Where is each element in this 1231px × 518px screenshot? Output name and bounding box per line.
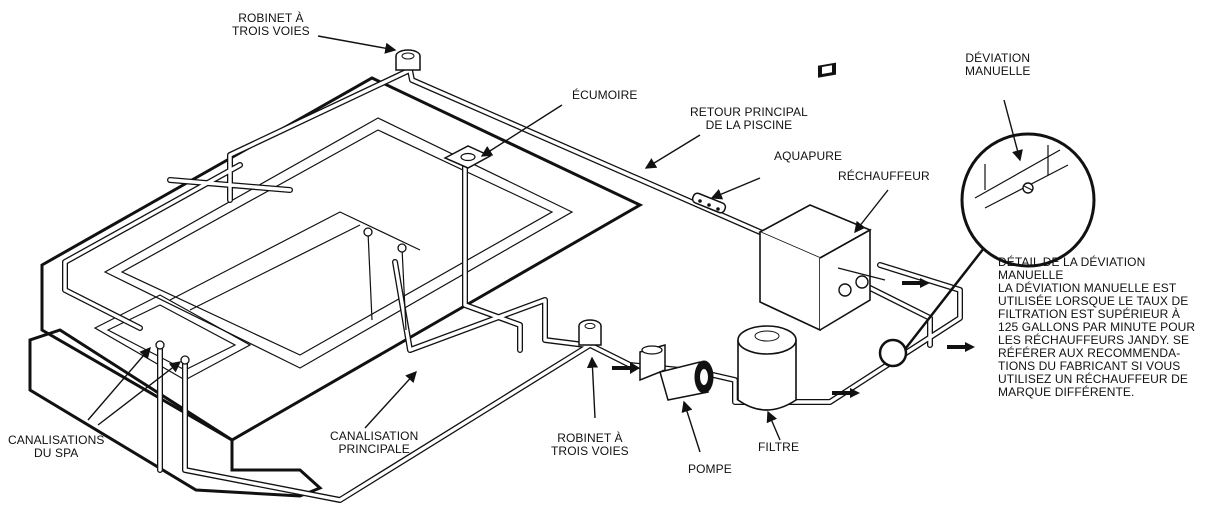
label-filter: FILTRE: [758, 440, 800, 454]
label-line: ROBINET À: [557, 431, 623, 445]
label-line: CANALISATIONS: [8, 433, 105, 447]
heater-icon: [758, 62, 886, 332]
label-line: ROBINET À: [238, 11, 304, 25]
detail-note-line: LES RÉCHAUFFEURS JANDY. SE: [998, 333, 1190, 347]
pump-icon: [639, 344, 714, 401]
label-line: DÉVIATION: [965, 51, 1031, 65]
detail-note-line: 125 GALLONS PAR MINUTE POUR: [998, 320, 1196, 334]
three-way-valve-icon: [578, 319, 602, 346]
detail-note-line: LA DÉVIATION MANUELLE EST: [998, 281, 1177, 295]
detail-note-line: UTILISÉE LORSQUE LE TAUX DE: [998, 294, 1189, 308]
flow-arrow-icon: [612, 278, 975, 398]
label-valve-top: ROBINET À TROIS VOIES: [232, 12, 310, 38]
label-pump: POMPE: [688, 462, 732, 476]
label-heater: RÉCHAUFFEUR: [838, 169, 930, 183]
label-line: TROIS VOIES: [232, 24, 310, 38]
bypass-detail-circle: [878, 132, 1096, 368]
detail-note: DÉTAIL DE LA DÉVIATION MANUELLE LA DÉVIA…: [998, 256, 1223, 399]
label-valve-bottom: ROBINET À TROIS VOIES: [551, 432, 629, 458]
label-line: TROIS VOIES: [551, 444, 629, 458]
detail-note-line: FILTRATION EST SUPÉRIEUR À: [998, 307, 1180, 321]
label-aquapure: AQUAPURE: [774, 149, 843, 163]
pool-basin: [103, 117, 574, 369]
leader-arrows: [87, 35, 1023, 453]
detail-note-line: MARQUE DIFFÉRENTE.: [998, 385, 1135, 399]
label-skimmer: ÉCUMOIRE: [572, 88, 638, 102]
detail-note-line: TIONS DU FABRICANT SI VOUS: [998, 359, 1181, 373]
filter-tank-icon: [737, 325, 797, 411]
label-line: CANALISATION: [330, 429, 419, 443]
label-manual-bypass: DÉVIATION MANUELLE: [965, 52, 1031, 78]
detail-note-title: MANUELLE: [998, 268, 1064, 282]
three-way-valve-icon: [395, 49, 421, 71]
label-line: DE LA PISCINE: [705, 118, 793, 132]
detail-note-line: RÉFÉRER AUX RECOMMENDA-: [998, 346, 1181, 360]
label-line: RETOUR PRINCIPAL: [690, 105, 808, 119]
label-line: PRINCIPALE: [338, 442, 410, 456]
detail-note-title: DÉTAIL DE LA DÉVIATION: [998, 255, 1146, 269]
label-main-return: RETOUR PRINCIPAL DE LA PISCINE: [690, 106, 808, 132]
detail-note-line: UTILISEZ UN RÉCHAUFFEUR DE: [998, 372, 1188, 386]
label-spa-lines: CANALISATIONS DU SPA: [8, 434, 104, 460]
label-line: MANUELLE: [965, 64, 1031, 78]
label-main-line: CANALISATION PRINCIPALE: [330, 430, 418, 456]
label-line: DU SPA: [34, 446, 79, 460]
